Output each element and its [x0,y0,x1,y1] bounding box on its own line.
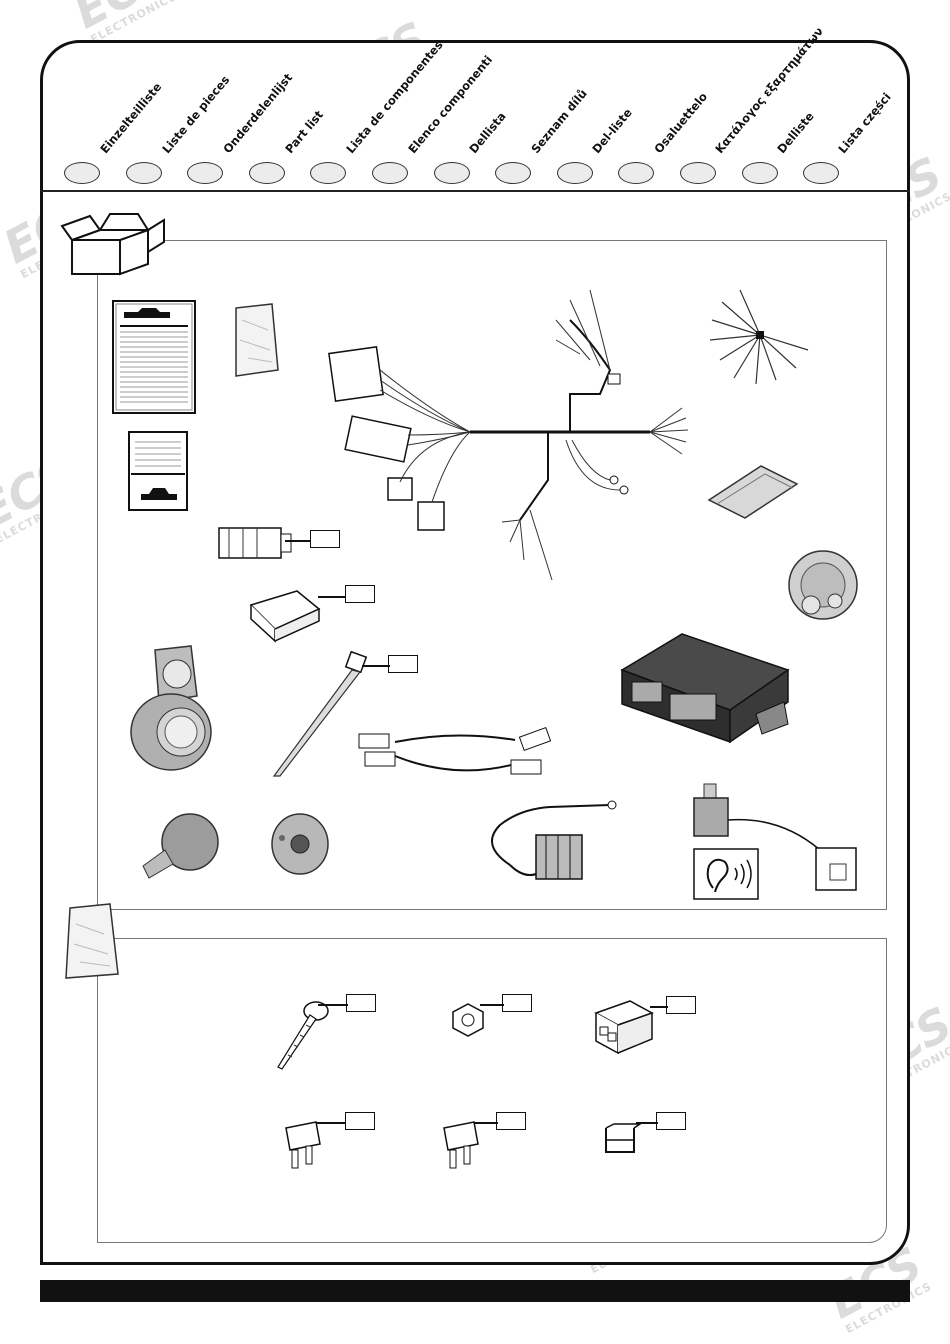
plastic-bag-icon [65,903,119,979]
two-pin-connector-icon [594,1000,654,1055]
connector-cover-icon [249,590,321,643]
small-bag-icon [235,303,279,377]
retaining-clip-icon [605,1123,643,1153]
part-callout-box [502,994,532,1012]
checkbox-oval[interactable] [126,162,162,184]
adhesive-tape-icon [707,465,799,519]
pointer-line [318,596,346,598]
instruction-booklet-icon [112,300,196,414]
open-box-icon [60,213,165,276]
box-contents-panel [97,240,887,910]
checkbox-oval[interactable] [495,162,531,184]
trailer-socket-icon [130,645,212,771]
seal-gasket-icon [271,813,329,875]
pointer-line [362,665,390,667]
pointer-line [636,1122,658,1124]
checkbox-oval[interactable] [372,162,408,184]
buzzer-icon [693,783,857,891]
checkbox-oval[interactable] [803,162,839,184]
checkbox-oval[interactable] [249,162,285,184]
checkbox-oval[interactable] [618,162,654,184]
connector-housing-icon [218,527,292,559]
pointer-line [316,1122,346,1124]
part-callout-box [345,1112,375,1130]
socket-cap-icon [142,813,219,879]
wiring-harness-icon [328,289,689,581]
fuse-holder-cable-icon [491,800,617,880]
footer-bar [40,1280,910,1302]
checkbox-oval[interactable] [64,162,100,184]
grommet-icon [788,550,858,620]
pointer-line [318,1004,348,1006]
part-callout-box [310,530,340,548]
nut-icon [452,1003,484,1037]
checkbox-oval[interactable] [557,162,593,184]
cable-tie-icon [272,650,368,777]
fuse-icon [443,1121,479,1169]
screw-icon [277,1001,329,1070]
part-callout-box [496,1112,526,1130]
pointer-line [285,540,311,542]
terminal-pins-icon [709,289,809,385]
adapter-cable-icon [358,726,552,775]
checkbox-oval[interactable] [742,162,778,184]
part-callout-box [346,994,376,1012]
part-callout-box [345,585,375,603]
checkbox-oval[interactable] [680,162,716,184]
control-module-icon [620,633,790,744]
pointer-line [650,1006,668,1008]
part-callout-box [666,996,696,1014]
ear-sound-icon [693,848,759,900]
checkbox-oval[interactable] [187,162,223,184]
part-callout-box [388,655,418,673]
checkbox-oval[interactable] [310,162,346,184]
header-divider [40,190,910,192]
bag-contents-panel [97,938,887,1243]
pointer-line [474,1122,498,1124]
instruction-sheet-icon [128,431,188,511]
pointer-line [480,1004,504,1006]
checkbox-oval[interactable] [434,162,470,184]
fuse-icon [285,1121,321,1169]
part-callout-box [656,1112,686,1130]
